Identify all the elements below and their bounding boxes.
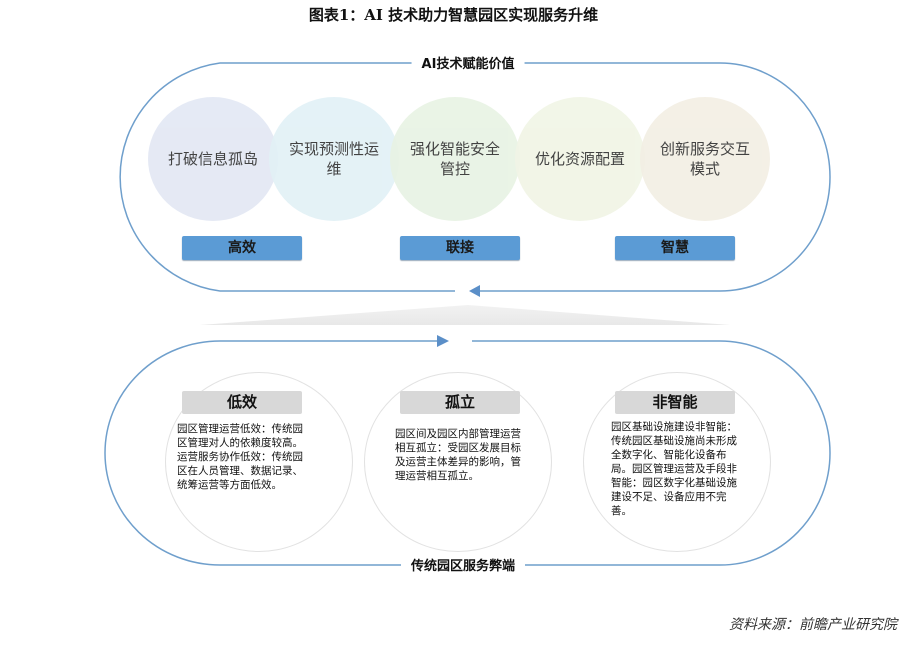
- value-circle: 创新服务交互模式: [640, 97, 770, 221]
- bottom-section-label: 传统园区服务弊端: [400, 555, 526, 574]
- value-circle: 打破信息孤岛: [148, 97, 278, 221]
- tag-smart: 智慧: [615, 236, 735, 260]
- figure-title: 图表1：AI 技术助力智慧园区实现服务升维: [308, 6, 599, 24]
- arrow-right-icon: [437, 335, 449, 347]
- value-circle: 优化资源配置: [515, 97, 645, 221]
- problem-heading: 孤立: [400, 391, 520, 414]
- transition-wedge: [200, 305, 730, 325]
- problem-description: 园区基础设施建设非智能：传统园区基础设施尚未形成全数字化、智能化设备布局。园区管…: [611, 421, 737, 517]
- tag-efficient: 高效: [182, 236, 302, 260]
- source-note: 资料来源：前瞻产业研究院: [729, 617, 897, 633]
- value-circle: 实现预测性运维: [269, 97, 399, 221]
- tag-connected: 联接: [400, 236, 520, 260]
- value-circle: 强化智能安全管控: [390, 97, 520, 221]
- problem-heading: 非智能: [615, 391, 735, 414]
- arrow-left-icon: [469, 285, 480, 297]
- problem-description: 园区间及园区内部管理运营相互孤立：受园区发展目标及运营主体差异的影响，管理运营相…: [395, 428, 521, 482]
- problem-heading: 低效: [182, 391, 302, 414]
- bottom-loop: [104, 340, 831, 566]
- top-section-label: AI技术赋能价值: [411, 53, 525, 72]
- top-loop: [119, 62, 831, 292]
- problem-description: 园区管理运营低效：传统园区管理对人的依赖度较高。 运营服务协作低效：传统园区在人…: [177, 423, 303, 491]
